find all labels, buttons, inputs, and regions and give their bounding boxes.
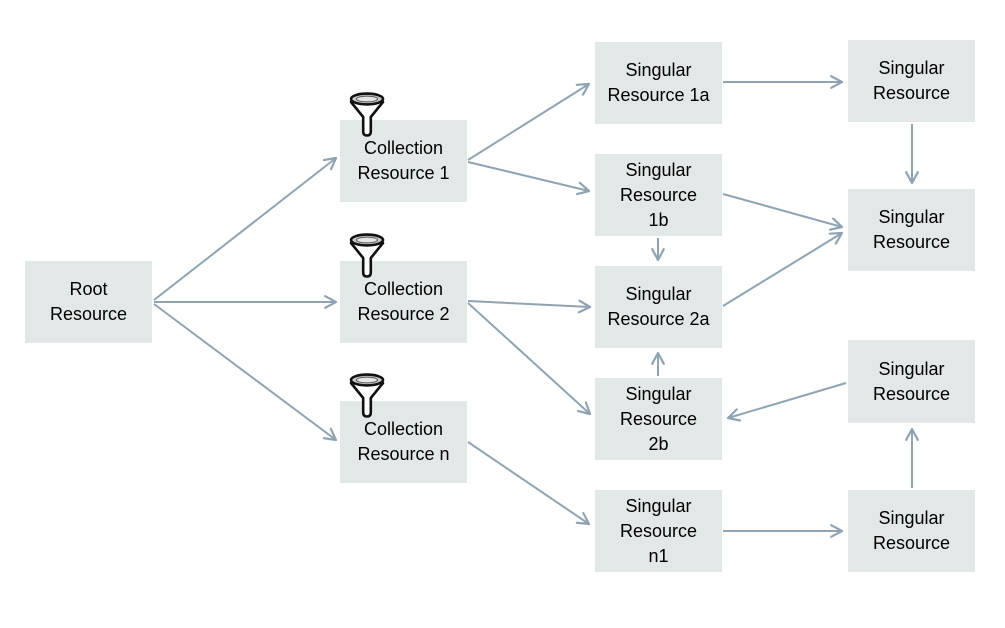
arrow-collection-resource-n-to-singular-resource-n1	[467, 441, 591, 526]
node-label-line: Resource	[619, 184, 698, 205]
node-label-line: 2b	[648, 433, 669, 454]
node-label-line: Singular	[878, 358, 945, 379]
arrow-collection-resource-2-to-singular-resource-2b	[467, 302, 592, 416]
node-label-line: Resource	[619, 408, 698, 429]
node-label-line: Root	[69, 279, 108, 299]
node-label-line: 1b	[648, 209, 669, 230]
node-label-line: Collection	[363, 138, 444, 158]
node-label-line: Collection	[363, 279, 444, 299]
node-label-line: Resource	[49, 304, 128, 324]
node-label-line: Resource	[872, 383, 951, 404]
node-label-line: Resource	[872, 533, 951, 553]
arrow-collection-resource-1-to-singular-resource-1b	[467, 161, 591, 196]
filter-funnel-icon	[349, 373, 385, 418]
filter-funnel-icon	[349, 92, 385, 137]
node-label-line: Resource 2	[357, 304, 450, 324]
node-label-line: Resource 1a	[607, 85, 710, 105]
node-label-line: Singular	[625, 159, 692, 180]
node-label-line: Singular	[878, 508, 945, 528]
filter-funnel-icon	[349, 233, 385, 278]
node-label-line: n1	[648, 545, 669, 566]
node-label-line: Singular	[878, 207, 945, 227]
node-label-line: Singular	[878, 58, 945, 78]
node-label-line: Resource	[619, 520, 698, 541]
node-label-line: Resource 1	[357, 163, 450, 183]
arrow-root-resource-to-collection-resource-1	[153, 156, 338, 301]
node-label-line: Singular	[625, 495, 692, 516]
node-label-line: Resource	[872, 83, 951, 103]
arrow-collection-resource-1-to-singular-resource-1a	[467, 82, 591, 161]
arrow-singular-resource-1b-to-singular-resource-r2	[722, 193, 844, 231]
arrow-root-resource-to-collection-resource-n	[153, 303, 338, 442]
node-label-line: Resource n	[357, 444, 450, 464]
node-label-line: Collection	[363, 419, 444, 439]
node-label-line: Resource	[872, 232, 951, 252]
node-label-line: Singular	[625, 284, 692, 304]
node-label-line: Singular	[625, 60, 692, 80]
node-label-line: Singular	[625, 383, 692, 404]
arrow-collection-resource-2-to-singular-resource-2a	[467, 299, 592, 314]
arrow-singular-resource-2a-to-singular-resource-r2	[722, 231, 844, 307]
arrow-singular-resource-r3-to-singular-resource-2b	[726, 382, 847, 422]
node-label-line: Resource 2a	[607, 309, 710, 329]
